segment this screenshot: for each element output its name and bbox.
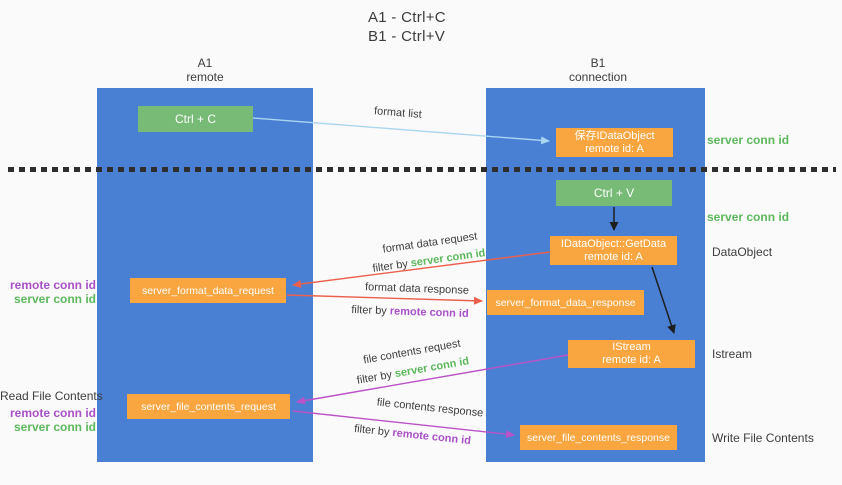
server-file-contents-response-label: server_file_contents_response — [526, 431, 670, 444]
title-line-ctrl-c: A1 - Ctrl+C — [368, 9, 446, 26]
file-contents-response-flow-label: file contents response — [376, 396, 484, 420]
lifeline-b1-name: B1 — [590, 56, 606, 70]
server-format-data-request-label: server_format_data_request — [142, 284, 274, 297]
server-conn-id-note-file: server conn id — [13, 420, 96, 434]
server-format-data-request-box: server_format_data_request — [130, 278, 286, 303]
server-conn-id-note-format: server conn id — [13, 292, 96, 306]
remote-conn-id-note-file: remote conn id — [9, 406, 96, 420]
getdata-box: IDataObject::GetData remote id: A — [550, 236, 677, 265]
getdata-line1: IDataObject::GetData — [560, 237, 667, 250]
title-line-ctrl-v: B1 - Ctrl+V — [368, 28, 446, 45]
session-divider-dashed-line — [8, 167, 836, 172]
istream-box: IStream remote id: A — [568, 340, 695, 368]
istream-note: Istream — [712, 347, 753, 361]
save-idataobject-box: 保存IDataObject remote id: A — [556, 128, 673, 157]
remote-conn-id-key: remote conn id — [391, 426, 472, 448]
format-data-response-flow-label: format data response — [364, 281, 470, 297]
remote-conn-id-key: remote conn id — [389, 305, 469, 321]
ctrl-v-label: Ctrl + V — [593, 186, 635, 200]
filter-by-prefix: filter by — [371, 257, 412, 275]
filter-by-prefix: filter by — [355, 368, 396, 387]
istream-line1: IStream — [612, 341, 651, 353]
server-file-contents-request-label: server_file_contents_request — [141, 400, 276, 413]
ctrl-v-action-box: Ctrl + V — [556, 180, 672, 206]
server-file-contents-response-box: server_file_contents_response — [520, 425, 677, 450]
lifeline-a1-role: remote — [186, 70, 224, 84]
dataobject-note: DataObject — [712, 245, 773, 259]
filter-by-prefix: filter by — [351, 303, 391, 318]
save-idataobject-line2: remote id: A — [585, 142, 644, 155]
server-format-data-response-box: server_format_data_response — [487, 290, 644, 315]
server-conn-id-key: server conn id — [409, 247, 487, 270]
format-conn-id-notes: remote conn id server conn id — [0, 278, 96, 306]
server-conn-id-note-mid: server conn id — [707, 210, 790, 224]
file-contents-response-filter-label: filter by remote conn id — [335, 421, 490, 449]
read-file-contents-note: Read File Contents — [0, 389, 103, 403]
ctrl-c-label: Ctrl + C — [174, 112, 216, 126]
file-conn-id-notes: Read File Contents remote conn id server… — [0, 389, 103, 434]
save-idataobject-line1: 保存IDataObject — [574, 129, 655, 142]
write-file-contents-note: Write File Contents — [712, 431, 814, 445]
format-list-flow-label: format list — [373, 105, 423, 121]
format-data-response-filter-label: filter by remote conn id — [340, 304, 480, 321]
filter-by-prefix: filter by — [353, 422, 394, 439]
server-conn-id-note-top: server conn id — [707, 133, 790, 147]
lifeline-header-a1: A1 remote — [145, 56, 265, 84]
server-file-contents-request-box: server_file_contents_request — [127, 394, 290, 419]
istream-line2: remote id: A — [602, 354, 661, 366]
ctrl-c-action-box: Ctrl + C — [138, 106, 253, 132]
remote-conn-id-note-format: remote conn id — [9, 278, 96, 292]
lifeline-header-b1: B1 connection — [538, 56, 658, 84]
lifeline-b1-role: connection — [568, 70, 628, 84]
getdata-line2: remote id: A — [584, 250, 643, 263]
diagram-title: A1 - Ctrl+C B1 - Ctrl+V — [368, 8, 446, 46]
lifeline-a1-name: A1 — [197, 56, 213, 70]
server-format-data-response-label: server_format_data_response — [495, 296, 636, 309]
